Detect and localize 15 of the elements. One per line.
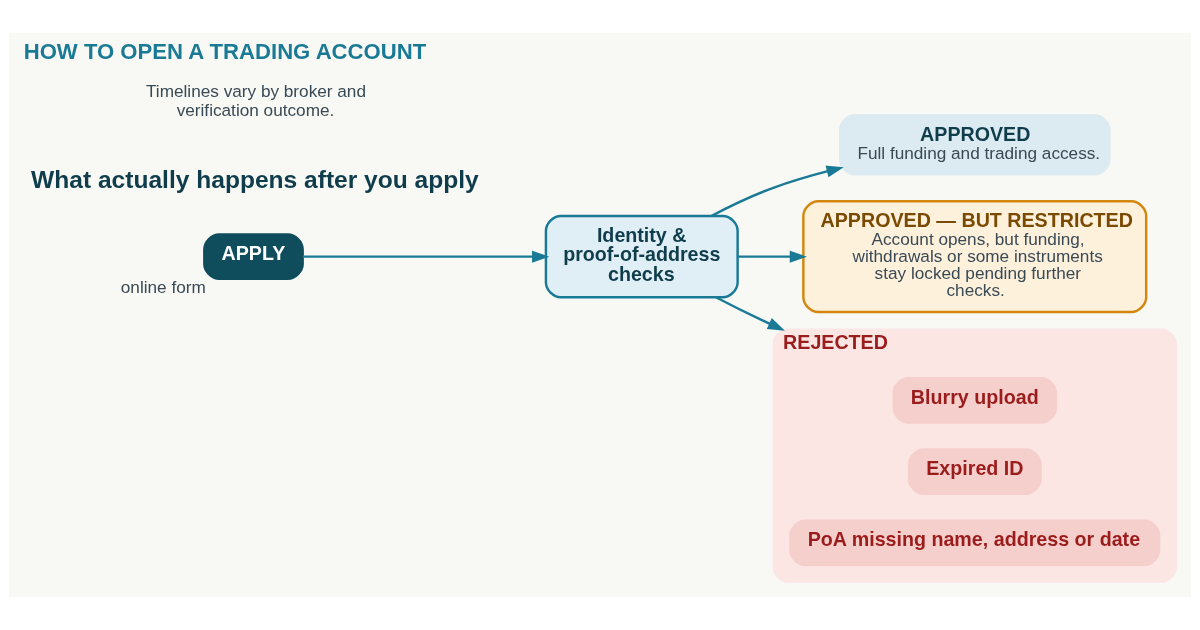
node-box: Expired ID xyxy=(907,448,1042,495)
node-box: Blurry upload xyxy=(892,377,1058,424)
node-box: APPROVED — BUT RESTRICTED Account opens, but funding, withdrawals or some instruments stay locked pending further checks. xyxy=(802,200,1148,314)
node-box: APPROVED Full funding and trading access. xyxy=(839,114,1111,176)
arrow xyxy=(710,165,844,218)
diagram-title: HOW TO OPEN A TRADING ACCOUNT xyxy=(23,39,427,65)
arrow xyxy=(737,250,807,263)
arrow xyxy=(715,296,785,331)
node-label: online form xyxy=(120,276,206,297)
arrow xyxy=(302,250,550,263)
label: What actually happens after you apply xyxy=(31,165,479,193)
node-box: Identity & proof-of-address checks xyxy=(544,214,739,299)
label: Timelines vary by broker and verification outcome. xyxy=(145,81,367,120)
node-box: APPLY xyxy=(203,233,304,280)
node-box: PoA missing name, address or date xyxy=(789,519,1161,567)
